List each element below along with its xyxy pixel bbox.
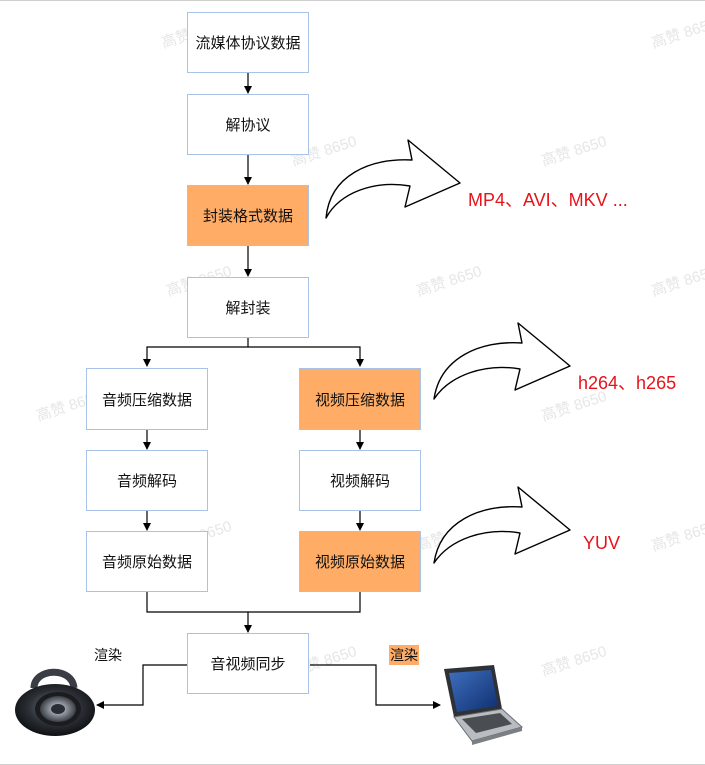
annotation-container-formats: MP4、AVI、MKV ... bbox=[468, 190, 628, 210]
curved-arrow-codec bbox=[433, 322, 571, 400]
edge-sync-to-video-out bbox=[310, 664, 441, 709]
edge-raw-merge bbox=[146, 592, 361, 613]
edge-demux-to-video bbox=[248, 346, 364, 367]
node-video-raw: 视频原始数据 bbox=[299, 531, 421, 592]
node-deprotocol: 解协议 bbox=[187, 94, 309, 155]
node-av-sync: 音视频同步 bbox=[187, 633, 309, 694]
curved-arrow-raw bbox=[433, 486, 571, 564]
laptop-icon bbox=[444, 665, 524, 745]
node-audio-compressed: 音频压缩数据 bbox=[86, 368, 208, 430]
edge-demux-to-audio bbox=[143, 346, 248, 367]
node-stream-data: 流媒体协议数据 bbox=[187, 12, 309, 73]
annotation-raw-format: YUV bbox=[583, 533, 621, 553]
node-video-compressed: 视频压缩数据 bbox=[299, 368, 421, 430]
label-render-video: 渲染 bbox=[389, 645, 419, 665]
node-container-data: 封装格式数据 bbox=[187, 185, 309, 246]
node-audio-raw: 音频原始数据 bbox=[86, 531, 208, 592]
label-render-audio: 渲染 bbox=[94, 648, 122, 664]
edge-sync-to-audio-out bbox=[96, 664, 187, 709]
curved-arrow-container bbox=[325, 139, 461, 219]
speaker-icon bbox=[15, 668, 95, 736]
annotation-video-codecs: h264、h265 bbox=[578, 373, 677, 393]
node-demux: 解封装 bbox=[187, 277, 309, 338]
node-audio-decode: 音频解码 bbox=[86, 450, 208, 511]
node-video-decode: 视频解码 bbox=[299, 450, 421, 511]
